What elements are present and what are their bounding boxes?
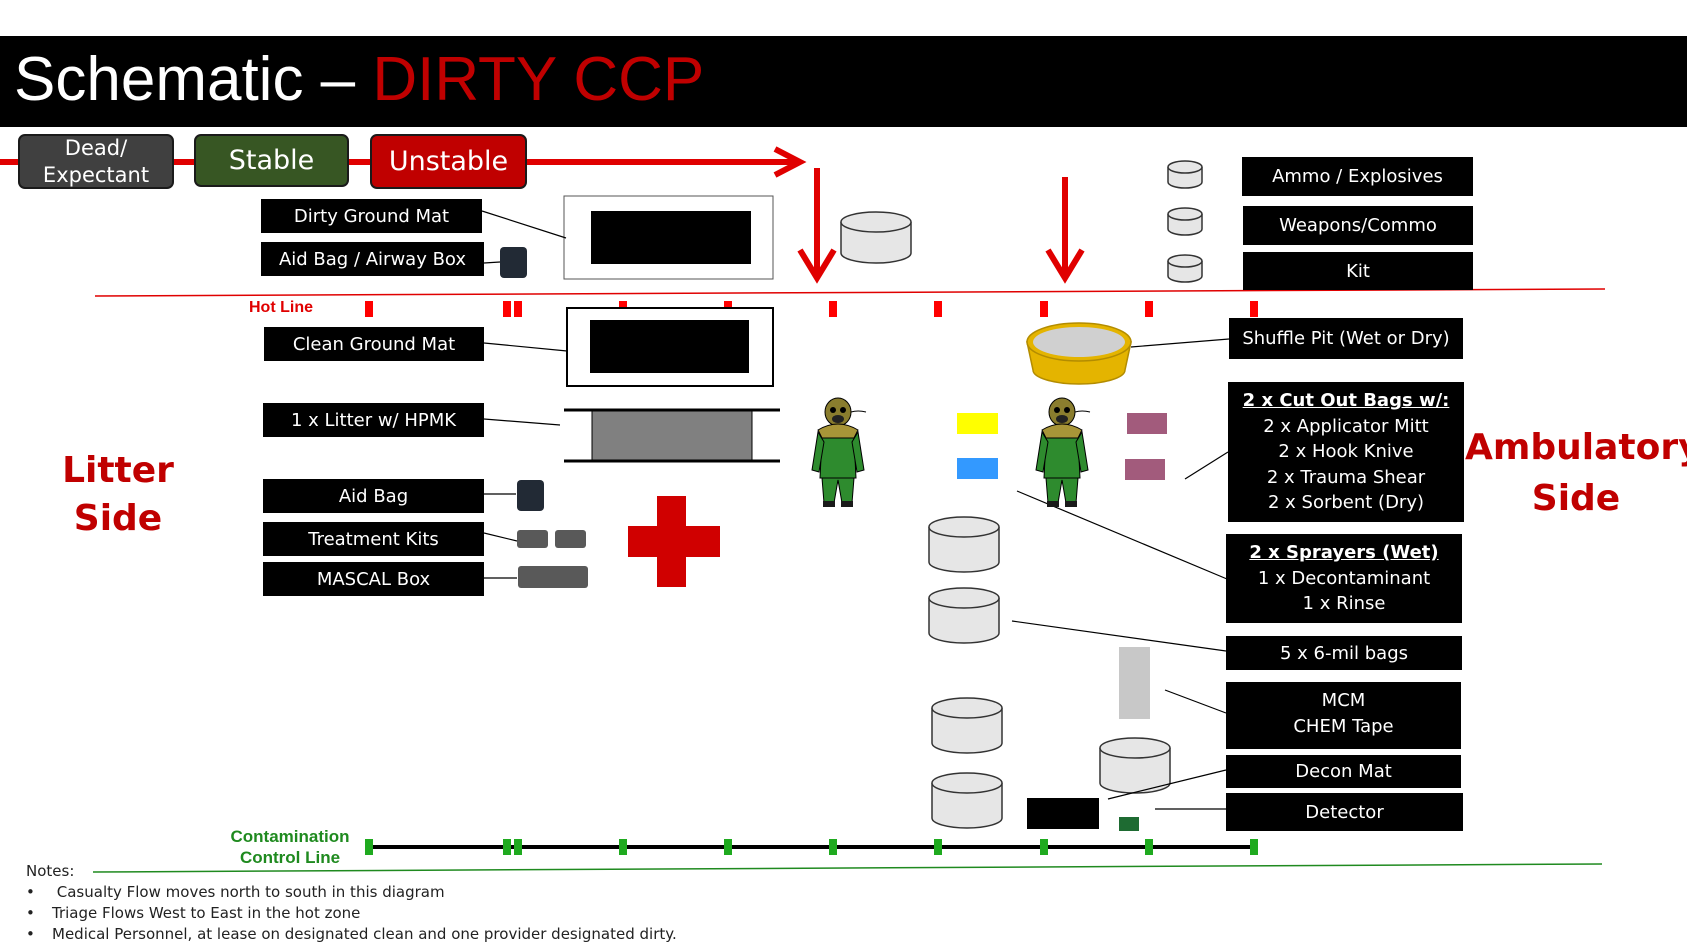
label-cut-out-bags: 2 x Cut Out Bags w/: 2 x Applicator Mitt… xyxy=(1228,382,1464,522)
cut-out-bags-item: 2 x Applicator Mitt xyxy=(1263,415,1429,437)
contamination-label-line-1: Contamination xyxy=(230,827,350,846)
label-weapons-commo: Weapons/Commo xyxy=(1243,206,1473,245)
triage-stable: Stable xyxy=(194,134,349,187)
note-item: Triage Flows West to East in the hot zon… xyxy=(26,903,677,924)
label-mascal-box: MASCAL Box xyxy=(263,562,484,596)
cut-out-bags-item: 2 x Sorbent (Dry) xyxy=(1267,492,1425,513)
label-dirty-ground-mat: Dirty Ground Mat xyxy=(261,199,482,233)
provider-figure-2 xyxy=(1035,397,1091,507)
dirty-ground-mat-shape xyxy=(563,195,774,280)
notes-heading: Notes: xyxy=(26,862,75,880)
cut-out-bags-header: 2 x Cut Out Bags w/: xyxy=(1242,390,1450,411)
red-cross-icon xyxy=(628,496,720,587)
contamination-control-line-label: Contamination Control Line xyxy=(220,826,360,868)
ambulatory-side-label: Ambulatory Side xyxy=(1465,422,1687,524)
label-sprayers: 2 x Sprayers (Wet) 1 x Decontaminant 1 x… xyxy=(1226,534,1462,623)
litter-shape xyxy=(564,408,780,463)
clean-ground-mat-shape xyxy=(566,307,774,387)
down-arrow-1 xyxy=(797,168,837,284)
ambulatory-side-line-1: Ambulatory xyxy=(1465,427,1687,468)
contamination-label-line-2: Control Line xyxy=(239,848,341,867)
container-icons xyxy=(840,160,1203,829)
notes-list: Casualty Flow moves north to south in th… xyxy=(26,882,677,945)
contamination-control-line xyxy=(92,839,1603,873)
label-detector: Detector xyxy=(1226,793,1463,831)
note-text: Triage Flows West to East in the hot zon… xyxy=(52,904,361,922)
triage-unstable: Unstable xyxy=(370,134,527,189)
aid-bag-airway-box-shape xyxy=(500,247,527,278)
page-title: Schematic – DIRTY CCP xyxy=(14,40,704,120)
cut-out-bags-item: 2 x Hook Knive xyxy=(1278,441,1414,462)
note-text: Casualty Flow moves north to south in th… xyxy=(52,883,445,901)
note-text: Medical Personnel, at lease on designate… xyxy=(52,925,677,943)
label-decon-mat: Decon Mat xyxy=(1226,755,1461,788)
sprayers-header: 2 x Sprayers (Wet) xyxy=(1249,542,1439,563)
mcm-text: MCM xyxy=(1321,690,1366,711)
yellow-marker xyxy=(957,413,998,434)
label-aid-bag: Aid Bag xyxy=(263,479,484,513)
hot-line-label: Hot Line xyxy=(249,299,313,316)
down-arrow-2 xyxy=(1045,177,1085,284)
treatment-kit-shape-2 xyxy=(555,530,586,548)
note-item: Medical Personnel, at lease on designate… xyxy=(26,924,677,945)
mascal-box-shape xyxy=(518,566,588,588)
decon-mat-shape xyxy=(1027,798,1099,829)
label-shuffle-pit: Shuffle Pit (Wet or Dry) xyxy=(1229,318,1463,359)
mauve-marker-1 xyxy=(1127,413,1167,434)
title-prefix: Schematic – xyxy=(14,45,373,114)
triage-dead-expectant: Dead/ Expectant xyxy=(18,134,174,189)
label-ammo-explosives: Ammo / Explosives xyxy=(1242,157,1473,196)
mauve-marker-2 xyxy=(1125,459,1165,480)
hot-line xyxy=(94,288,1606,297)
title-bar xyxy=(0,36,1687,127)
label-litter-hpmk: 1 x Litter w/ HPMK xyxy=(263,403,484,437)
note-item: Casualty Flow moves north to south in th… xyxy=(26,882,677,903)
label-mcm-chem-tape: MCM CHEM Tape xyxy=(1226,682,1461,749)
label-aid-bag-airway-box: Aid Bag / Airway Box xyxy=(261,242,484,276)
mcm-shape xyxy=(1119,647,1150,719)
provider-figure-1 xyxy=(811,397,867,507)
litter-side-label: Litter Side xyxy=(62,450,174,539)
detector-shape xyxy=(1119,817,1139,831)
label-6-mil-bags: 5 x 6-mil bags xyxy=(1226,636,1462,670)
title-highlight: DIRTY CCP xyxy=(372,45,705,114)
hot-line-markers xyxy=(365,301,1258,317)
chem-tape-text: CHEM Tape xyxy=(1293,715,1394,737)
label-treatment-kits: Treatment Kits xyxy=(263,522,484,556)
notes: Notes: Casualty Flow moves north to sout… xyxy=(26,862,677,945)
label-clean-ground-mat: Clean Ground Mat xyxy=(264,327,484,361)
ambulatory-side-line-2: Side xyxy=(1531,478,1621,519)
sprayers-item: 1 x Rinse xyxy=(1302,593,1386,614)
treatment-kit-shape-1 xyxy=(517,530,548,548)
sprayers-item: 1 x Decontaminant xyxy=(1257,567,1431,589)
blue-marker xyxy=(957,458,998,479)
leader-lines xyxy=(481,210,1230,810)
cut-out-bags-item: 2 x Trauma Shear xyxy=(1266,466,1426,488)
label-kit: Kit xyxy=(1243,252,1473,290)
shuffle-pit-shape xyxy=(1026,322,1132,385)
aid-bag-shape xyxy=(517,480,544,511)
